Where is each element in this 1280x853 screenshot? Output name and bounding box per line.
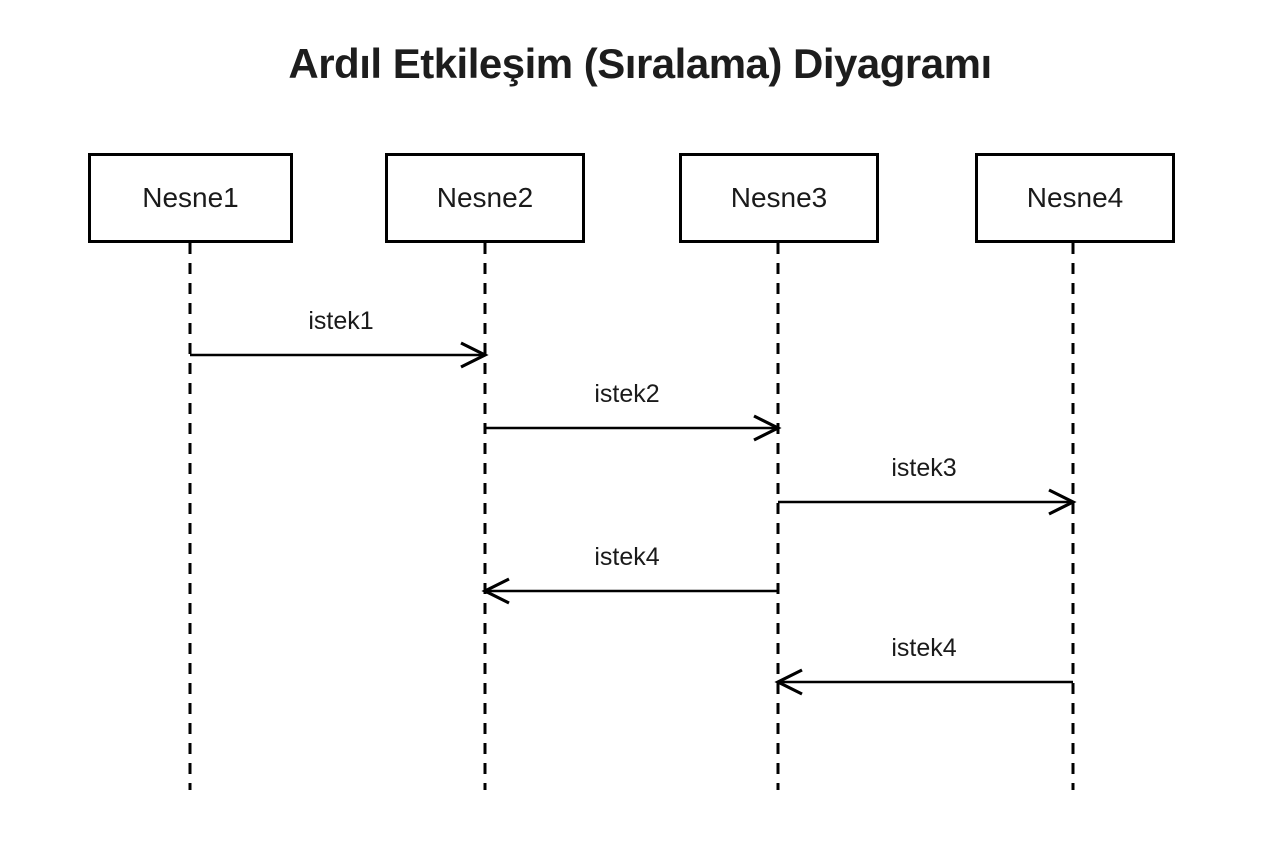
message-label-1: istek1 xyxy=(308,307,374,335)
arrowhead-4 xyxy=(481,577,510,605)
message-label-3: istek3 xyxy=(891,454,957,482)
participant-box-nesne3[interactable]: Nesne3 xyxy=(679,153,879,243)
arrowhead-1 xyxy=(460,341,489,369)
participant-box-nesne1[interactable]: Nesne1 xyxy=(88,153,293,243)
arrowhead-2 xyxy=(753,414,782,442)
message-label-5: istek4 xyxy=(891,634,957,662)
participant-label: Nesne1 xyxy=(142,182,239,213)
participant-box-nesne2[interactable]: Nesne2 xyxy=(385,153,585,243)
participant-label: Nesne3 xyxy=(730,182,828,213)
participant-box-nesne4[interactable]: Nesne4 xyxy=(975,153,1175,243)
arrowhead-3 xyxy=(1048,488,1077,516)
message-label-2: istek2 xyxy=(594,380,660,408)
page-title: Ardıl Etkileşim (Sıralama) Diyagramı xyxy=(288,40,992,87)
message-label-4: istek4 xyxy=(594,543,660,571)
participant-label: Nesne2 xyxy=(436,182,534,213)
messages-group xyxy=(190,341,1077,696)
arrowhead-5 xyxy=(774,668,803,696)
participant-label: Nesne4 xyxy=(1026,182,1124,213)
